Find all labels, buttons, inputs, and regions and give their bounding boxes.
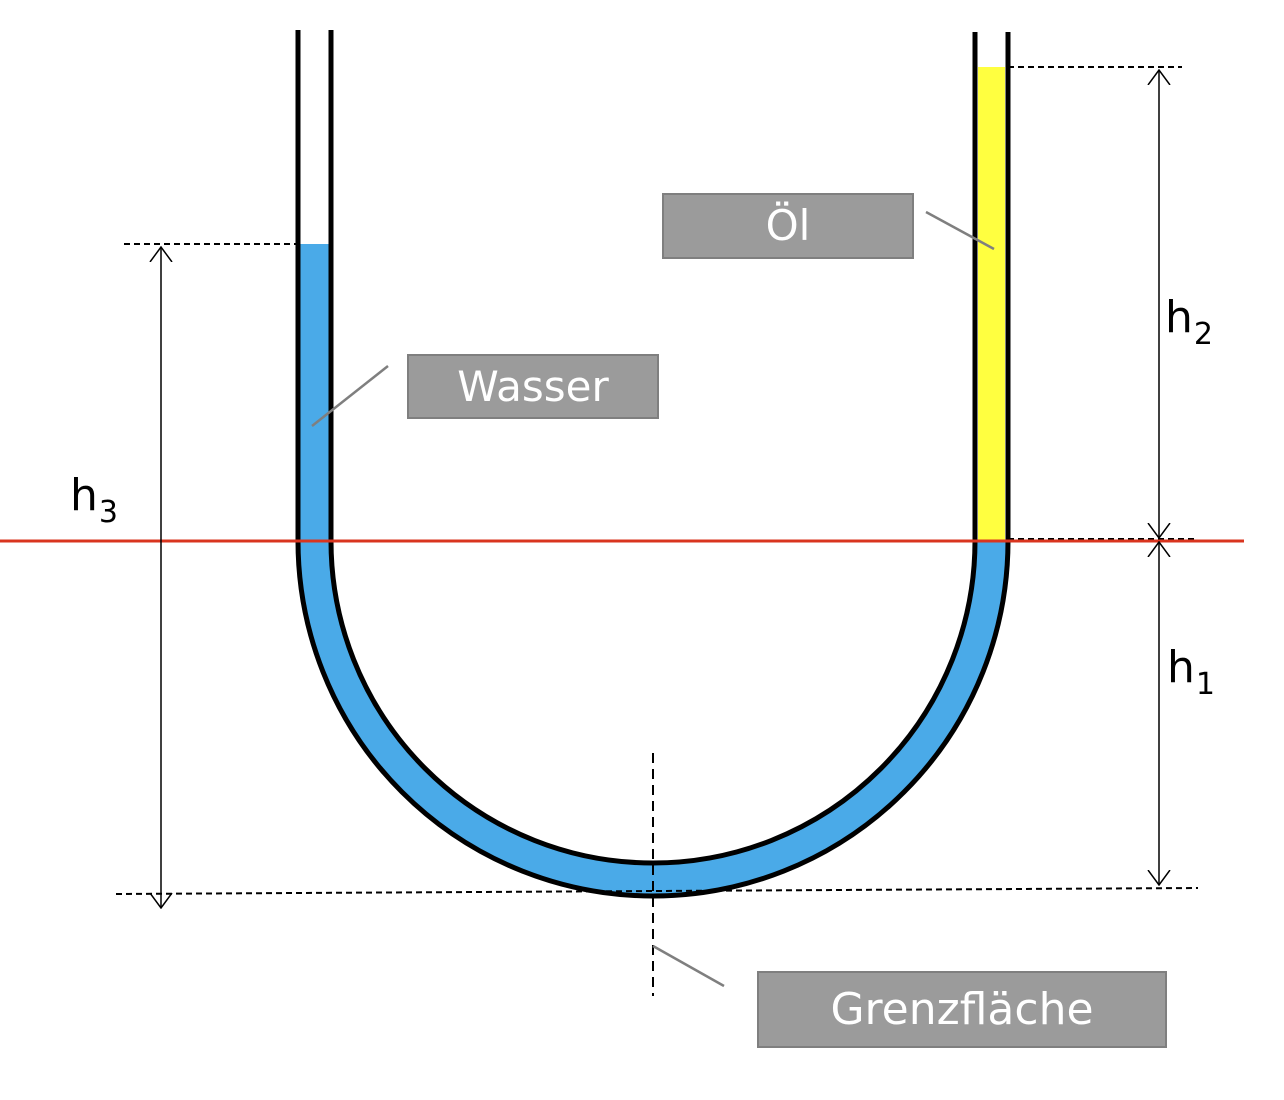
oil-label: Öl (662, 193, 914, 259)
interface-label: Grenzfläche (757, 971, 1167, 1048)
water-fill (298, 244, 1008, 896)
h3-label: h3 (70, 474, 118, 528)
h1-letter: h (1167, 642, 1195, 693)
interface-label-text: Grenzfläche (830, 983, 1094, 1035)
oil-leader-line (925, 210, 995, 251)
oil-fill (978, 67, 1005, 541)
h3-letter: h (70, 470, 98, 521)
bottom-level-line (115, 887, 1199, 895)
water-label: Wasser (407, 354, 659, 419)
h1-label: h1 (1167, 646, 1215, 700)
water-leader-line (311, 365, 389, 427)
h3-subscript: 3 (98, 495, 118, 530)
interface-leader-line (652, 944, 725, 988)
h2-subscript: 2 (1193, 317, 1213, 352)
tube-inner-wall (328, 30, 978, 866)
water-label-text: Wasser (457, 361, 609, 411)
tube-outer-wall (295, 30, 1011, 899)
h2-letter: h (1165, 292, 1193, 343)
h1-subscript: 1 (1195, 667, 1215, 702)
oil-label-text: Öl (765, 201, 811, 250)
h2-label: h2 (1165, 296, 1213, 350)
